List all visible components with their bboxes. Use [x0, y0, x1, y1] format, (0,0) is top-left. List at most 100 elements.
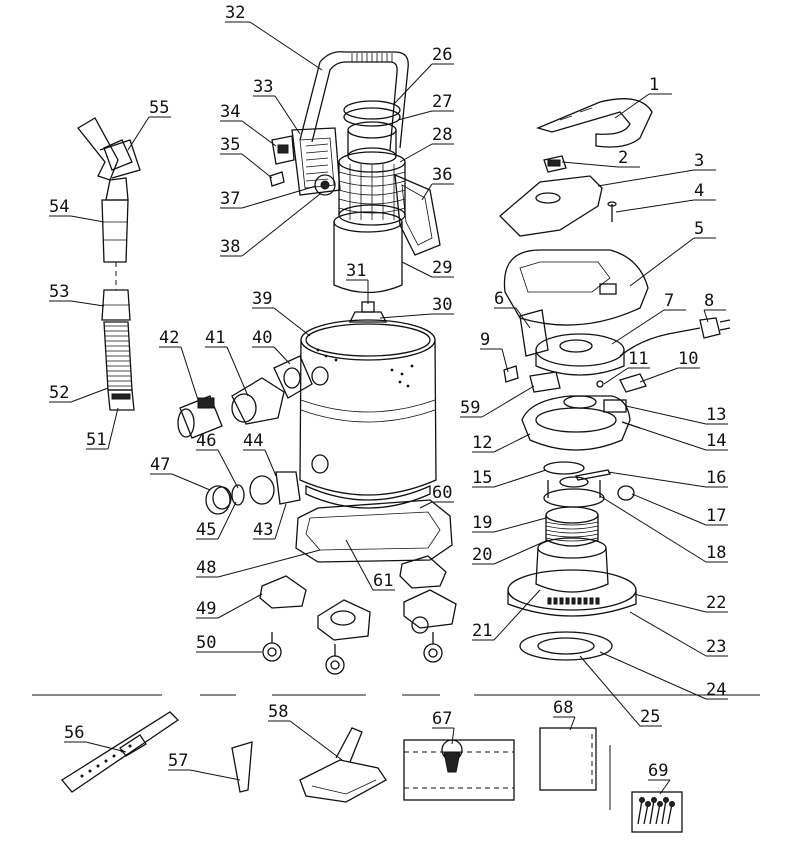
screw-head — [669, 801, 675, 807]
label-61: 61 — [373, 571, 393, 591]
label-55: 55 — [149, 98, 169, 118]
leader-line — [393, 63, 433, 105]
label-50: 50 — [196, 633, 216, 653]
screw-shaft — [649, 799, 655, 825]
tank-hole — [400, 372, 404, 376]
part-labels: 1 2 3 4 5 6 7 8 9 10 11 12 13 14 15 16 1… — [49, 3, 726, 781]
leader-line — [70, 387, 109, 403]
separator-lines — [32, 694, 760, 810]
label-30: 30 — [432, 295, 452, 315]
leader-line — [631, 493, 707, 526]
label-22: 22 — [706, 593, 726, 613]
tank-hole — [410, 364, 414, 368]
leader-line — [599, 495, 707, 563]
leader-line — [493, 517, 547, 533]
screw — [661, 797, 669, 825]
leader-line — [481, 385, 535, 418]
motor-rib — [545, 533, 599, 538]
label-6: 6 — [494, 289, 504, 309]
leader-line — [614, 93, 650, 119]
label-19: 19 — [472, 513, 492, 533]
tank-hole — [398, 380, 402, 384]
label-28: 28 — [432, 125, 452, 145]
bracket-rib — [305, 164, 329, 168]
label-69: 69 — [648, 761, 668, 781]
bracket-rib — [305, 143, 329, 147]
tube-hole — [112, 754, 116, 758]
label-51: 51 — [86, 430, 106, 450]
leader-line — [345, 539, 374, 591]
label-24: 24 — [706, 680, 726, 700]
label-44: 44 — [243, 431, 263, 451]
label-29: 29 — [432, 258, 452, 278]
tube-hole — [80, 774, 84, 778]
leader-line — [639, 367, 679, 383]
label-47: 47 — [150, 455, 170, 475]
leader-line — [289, 720, 343, 761]
label-11: 11 — [628, 349, 648, 369]
label-57: 57 — [168, 751, 188, 771]
label-18: 18 — [706, 543, 726, 563]
label-52: 52 — [49, 383, 69, 403]
screw-shaft — [661, 799, 667, 825]
label-14: 14 — [706, 431, 726, 451]
label-31: 31 — [346, 261, 366, 281]
label-10: 10 — [678, 349, 698, 369]
leader-line — [625, 405, 707, 425]
label-35: 35 — [220, 135, 240, 155]
leader-line — [241, 193, 321, 257]
inlet-parts — [177, 355, 313, 515]
leader-line — [217, 449, 239, 489]
leader-line — [419, 501, 433, 509]
label-17: 17 — [706, 506, 726, 526]
leader-line — [603, 367, 629, 385]
screw-head — [657, 801, 663, 807]
label-32: 32 — [225, 3, 245, 23]
label-13: 13 — [706, 405, 726, 425]
base-tooth — [547, 597, 552, 605]
leader-line — [639, 427, 707, 451]
label-25: 25 — [640, 707, 660, 727]
label-58: 58 — [268, 702, 288, 722]
label-36: 36 — [432, 165, 452, 185]
label-68: 68 — [553, 698, 573, 718]
label-15: 15 — [472, 468, 492, 488]
tank-hole — [316, 348, 320, 352]
bracket-rib — [305, 150, 329, 154]
motor-rib — [545, 529, 599, 534]
leader-line — [597, 169, 695, 187]
leader-line — [171, 473, 211, 491]
leader-line — [569, 716, 576, 731]
corrugated-hose — [103, 321, 133, 391]
screw-head — [639, 797, 645, 803]
leader-line — [611, 309, 665, 345]
label-45: 45 — [196, 520, 216, 540]
label-8: 8 — [704, 291, 714, 311]
tube-hole — [88, 769, 92, 773]
leader-line — [561, 161, 619, 168]
label-60: 60 — [432, 483, 452, 503]
leader-line — [451, 727, 455, 745]
label-67: 67 — [432, 709, 452, 729]
leader-line — [401, 261, 433, 278]
bracket-rib — [305, 171, 329, 175]
leader-line — [217, 593, 263, 619]
leader-line — [629, 611, 707, 657]
label-56: 56 — [64, 723, 84, 743]
screw — [637, 797, 645, 825]
label-34: 34 — [220, 102, 240, 122]
label-4: 4 — [694, 181, 704, 201]
screw-shaft — [667, 803, 673, 825]
label-40: 40 — [252, 328, 272, 348]
leader-lines — [49, 21, 728, 795]
leader-line — [379, 313, 433, 319]
label-20: 20 — [472, 545, 492, 565]
leader-line — [633, 593, 707, 613]
leader-line — [217, 549, 321, 578]
leader-line — [493, 433, 531, 453]
label-33: 33 — [253, 77, 273, 97]
base-tooth — [577, 597, 582, 605]
screw-head — [645, 801, 651, 807]
label-49: 49 — [196, 599, 216, 619]
